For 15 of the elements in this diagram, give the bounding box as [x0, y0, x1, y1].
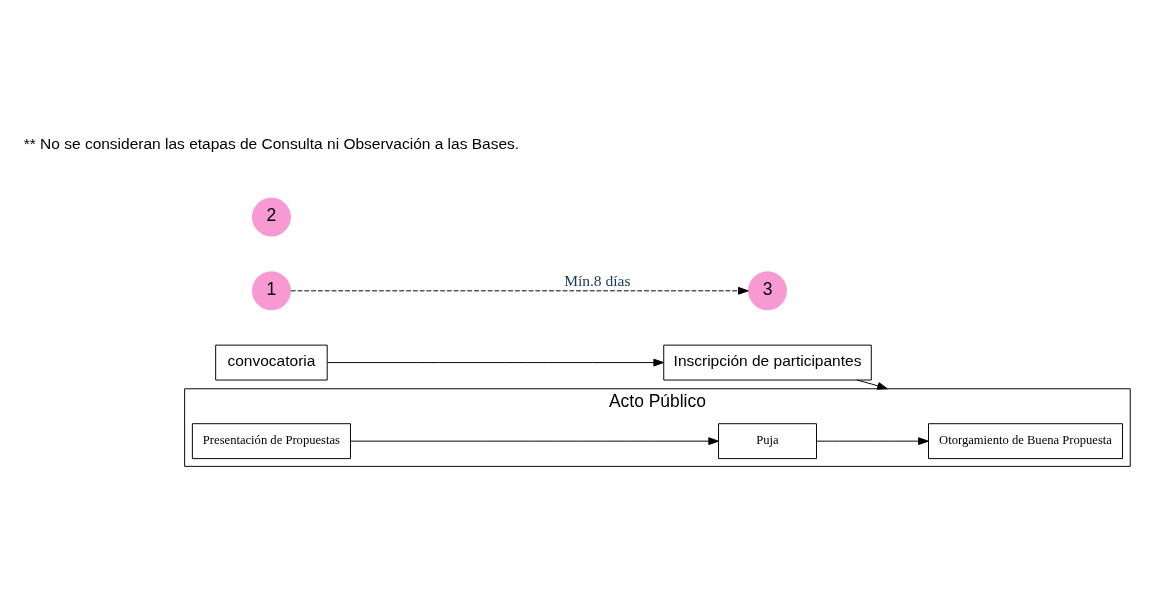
arrow [856, 379, 888, 390]
node-circle: 2 [251, 197, 291, 237]
node-box: convocatoria [215, 344, 328, 381]
arrow [816, 436, 929, 445]
arrow [350, 436, 719, 445]
node-box: Presentación de Propuestas [191, 422, 351, 459]
node-circle: 3 [748, 270, 787, 310]
arrow [327, 358, 665, 366]
node-circle: 1 [251, 270, 291, 310]
edge-label: Mín.8 días [564, 271, 631, 289]
arrow [290, 286, 749, 295]
label: ** No se consideran las etapas de Consulta ni Observación a las Bases. [23, 134, 520, 152]
node-box: Otorgamiento de Buena Propuesta [928, 422, 1123, 459]
node-box: Puja [718, 422, 817, 459]
node-box: Inscripción de participantes [663, 344, 872, 381]
